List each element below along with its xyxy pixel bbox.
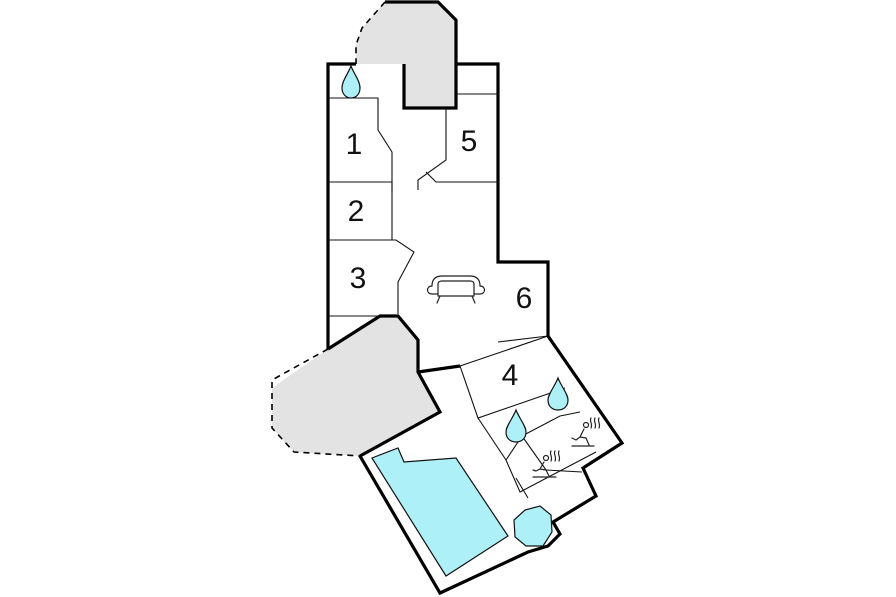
terrace-top [355, 0, 458, 110]
sauna-icon [532, 450, 561, 478]
room-5-label: 5 [461, 125, 478, 158]
sauna-icon [571, 417, 601, 447]
room-2-label: 2 [348, 195, 365, 228]
room-3-label: 3 [350, 262, 367, 295]
room-6-label: 6 [516, 282, 533, 315]
pool [371, 447, 509, 577]
hot-tub [513, 505, 553, 547]
terrace-left [271, 314, 443, 458]
room-1-label: 1 [346, 128, 363, 161]
sofa-icon [426, 275, 486, 304]
water-drop-icon [341, 64, 361, 99]
water-drop-icon [547, 376, 569, 411]
interior-walls [328, 93, 597, 499]
building-walls [326, 62, 625, 596]
room-4-label: 4 [502, 359, 519, 392]
water-drop-icon [505, 408, 527, 443]
